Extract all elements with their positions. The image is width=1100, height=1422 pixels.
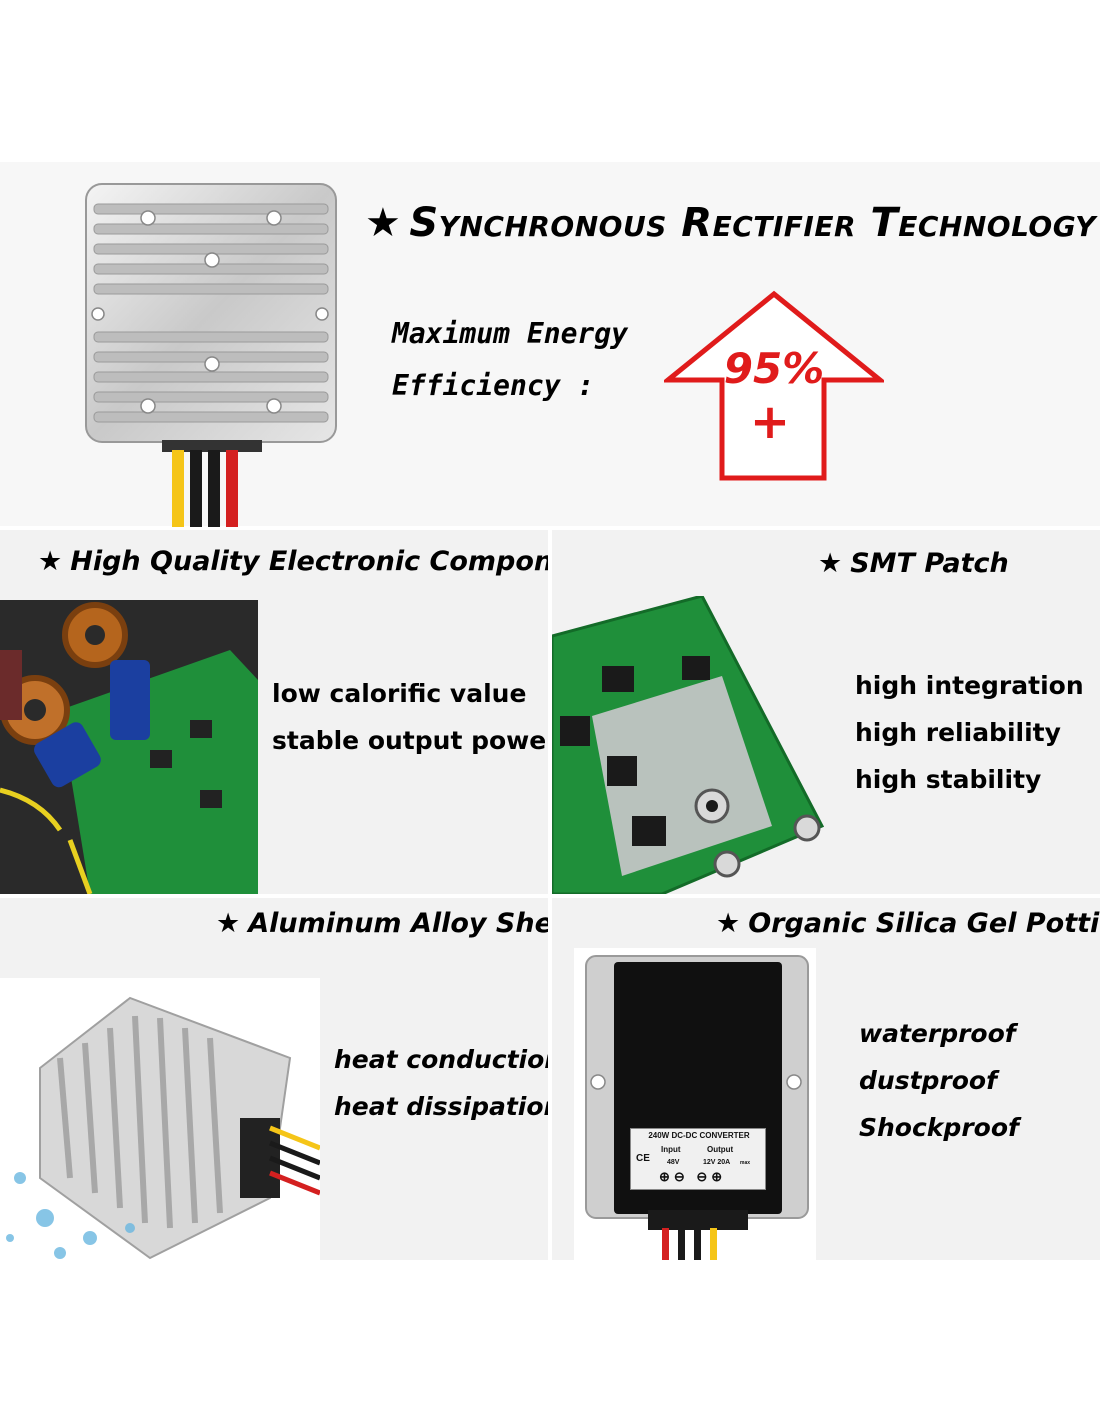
star-icon: ★ [216, 908, 241, 939]
smt-title-text: SMT Patch [850, 548, 1009, 579]
label-ce: CE [636, 1153, 650, 1164]
label-model: 240W DC-DC CONVERTER [648, 1131, 750, 1140]
terminal-symbols-icon: ⊕⊖ ⊖⊕ [659, 1169, 727, 1184]
up-arrow-icon [664, 290, 884, 481]
gel-panel: ★Organic Silica Gel Potting 240W DC-DC C… [552, 898, 1100, 1260]
feature-high-integration: high integration [855, 671, 1084, 700]
feature-dustproof: dustproof [859, 1066, 997, 1095]
main-title-text: Synchronous Rectifier Technology [409, 200, 1096, 246]
potted-converter-body [585, 955, 809, 1260]
feature-stable-output-power: stable output power [272, 726, 548, 755]
shell-panel: ★Aluminum Alloy Shell heat conduction he… [0, 898, 548, 1260]
label-input: Input [661, 1145, 681, 1154]
feature-low-calorific-value: low calorific value [272, 679, 527, 708]
aluminum-shell-image [0, 978, 320, 1260]
feature-heat-conduction: heat conduction [334, 1045, 548, 1074]
efficiency-label: Maximum Energy Efficiency : [392, 308, 628, 412]
smt-title: ★SMT Patch [818, 548, 1009, 579]
efficiency-plus: + [749, 394, 791, 450]
components-features: low calorific value stable output power [272, 670, 548, 764]
star-icon: ★ [818, 548, 843, 579]
shell-features: heat conduction heat dissipation [334, 1036, 548, 1130]
smt-panel: ★SMT Patch high integration high reliabi… [552, 530, 1100, 894]
smt-pcb-image [552, 596, 825, 894]
efficiency-arrow: 95% + [664, 290, 884, 482]
feature-high-stability: high stability [855, 765, 1042, 794]
shell-title: ★Aluminum Alloy Shell [216, 908, 548, 939]
feature-waterproof: waterproof [859, 1019, 1016, 1048]
feature-shockproof: Shockproof [859, 1113, 1019, 1142]
efficiency-label-line2: Efficiency : [392, 369, 595, 402]
efficiency-value: 95% [723, 344, 825, 393]
converter-label: 240W DC-DC CONVERTER CE Input Output 48V… [630, 1128, 766, 1190]
components-title-text: High Quality Electronic Components [70, 546, 548, 577]
potted-converter-image: 240W DC-DC CONVERTER CE Input Output 48V… [574, 948, 816, 1260]
feature-heat-dissipation: heat dissipation [334, 1092, 548, 1121]
gel-title-text: Organic Silica Gel Potting [748, 908, 1100, 939]
gel-features: waterproof dustproof Shockproof [859, 1010, 1019, 1151]
main-title: ★Synchronous Rectifier Technology [365, 200, 1096, 246]
label-max: max [740, 1160, 751, 1166]
converter-heatsink-image [85, 183, 337, 527]
star-icon: ★ [365, 200, 402, 246]
label-input-voltage: 48V [667, 1159, 680, 1166]
shell-title-text: Aluminum Alloy Shell [248, 908, 548, 939]
gel-title: ★Organic Silica Gel Potting [716, 908, 1100, 939]
components-title: ★High Quality Electronic Components [38, 546, 548, 577]
star-icon: ★ [38, 546, 63, 577]
label-output-rating: 12V 20A [703, 1159, 731, 1166]
label-output: Output [707, 1145, 734, 1154]
components-panel: ★High Quality Electronic Components low … [0, 530, 548, 894]
components-pcb-image [0, 600, 258, 894]
star-icon: ★ [716, 908, 741, 939]
smt-features: high integration high reliability high s… [855, 662, 1084, 803]
efficiency-label-line1: Maximum Energy [392, 317, 629, 350]
feature-high-reliability: high reliability [855, 718, 1061, 747]
